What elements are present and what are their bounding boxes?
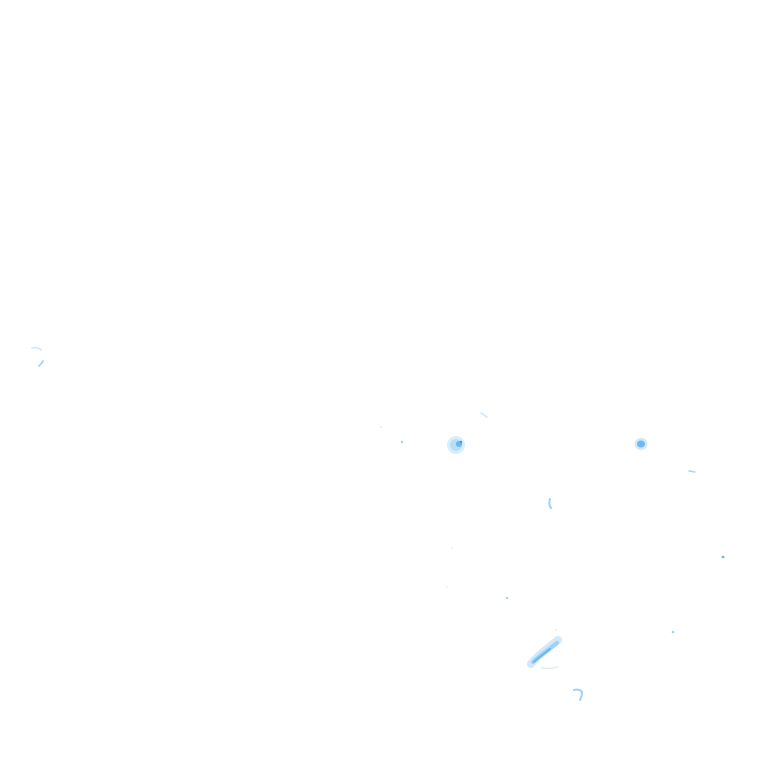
echo-center-streak [480,412,488,418]
echo-south-band-tail [540,666,559,670]
echo-speck-center-b [400,440,404,444]
echo-speck-right-edge [721,555,725,559]
echo-speck-right-south [671,630,675,634]
echo-left-edge [31,346,44,367]
echo-center-cluster [380,412,488,454]
echo-speck-mid-c [505,596,509,600]
echo-speck-mid-a [451,547,453,549]
echo-right-center-streak [688,470,696,473]
echo-right-center [634,438,696,473]
echo-speck-center-a [380,426,382,428]
echo-speck-mid-b [446,586,448,588]
echo-mid-south [446,498,725,634]
echo-south-band-core [532,647,552,664]
echo-center-cell-dot [459,440,463,444]
echo-south-band-dot [555,629,557,631]
echo-south-band [527,629,562,670]
echo-mid-south-streak [548,498,552,509]
echo-right-center-inner [637,440,645,448]
echo-far-south [573,688,584,701]
echo-left-edge-tail [38,360,44,367]
echo-left-edge-arc [31,346,42,351]
echo-far-south-hook [573,688,584,701]
